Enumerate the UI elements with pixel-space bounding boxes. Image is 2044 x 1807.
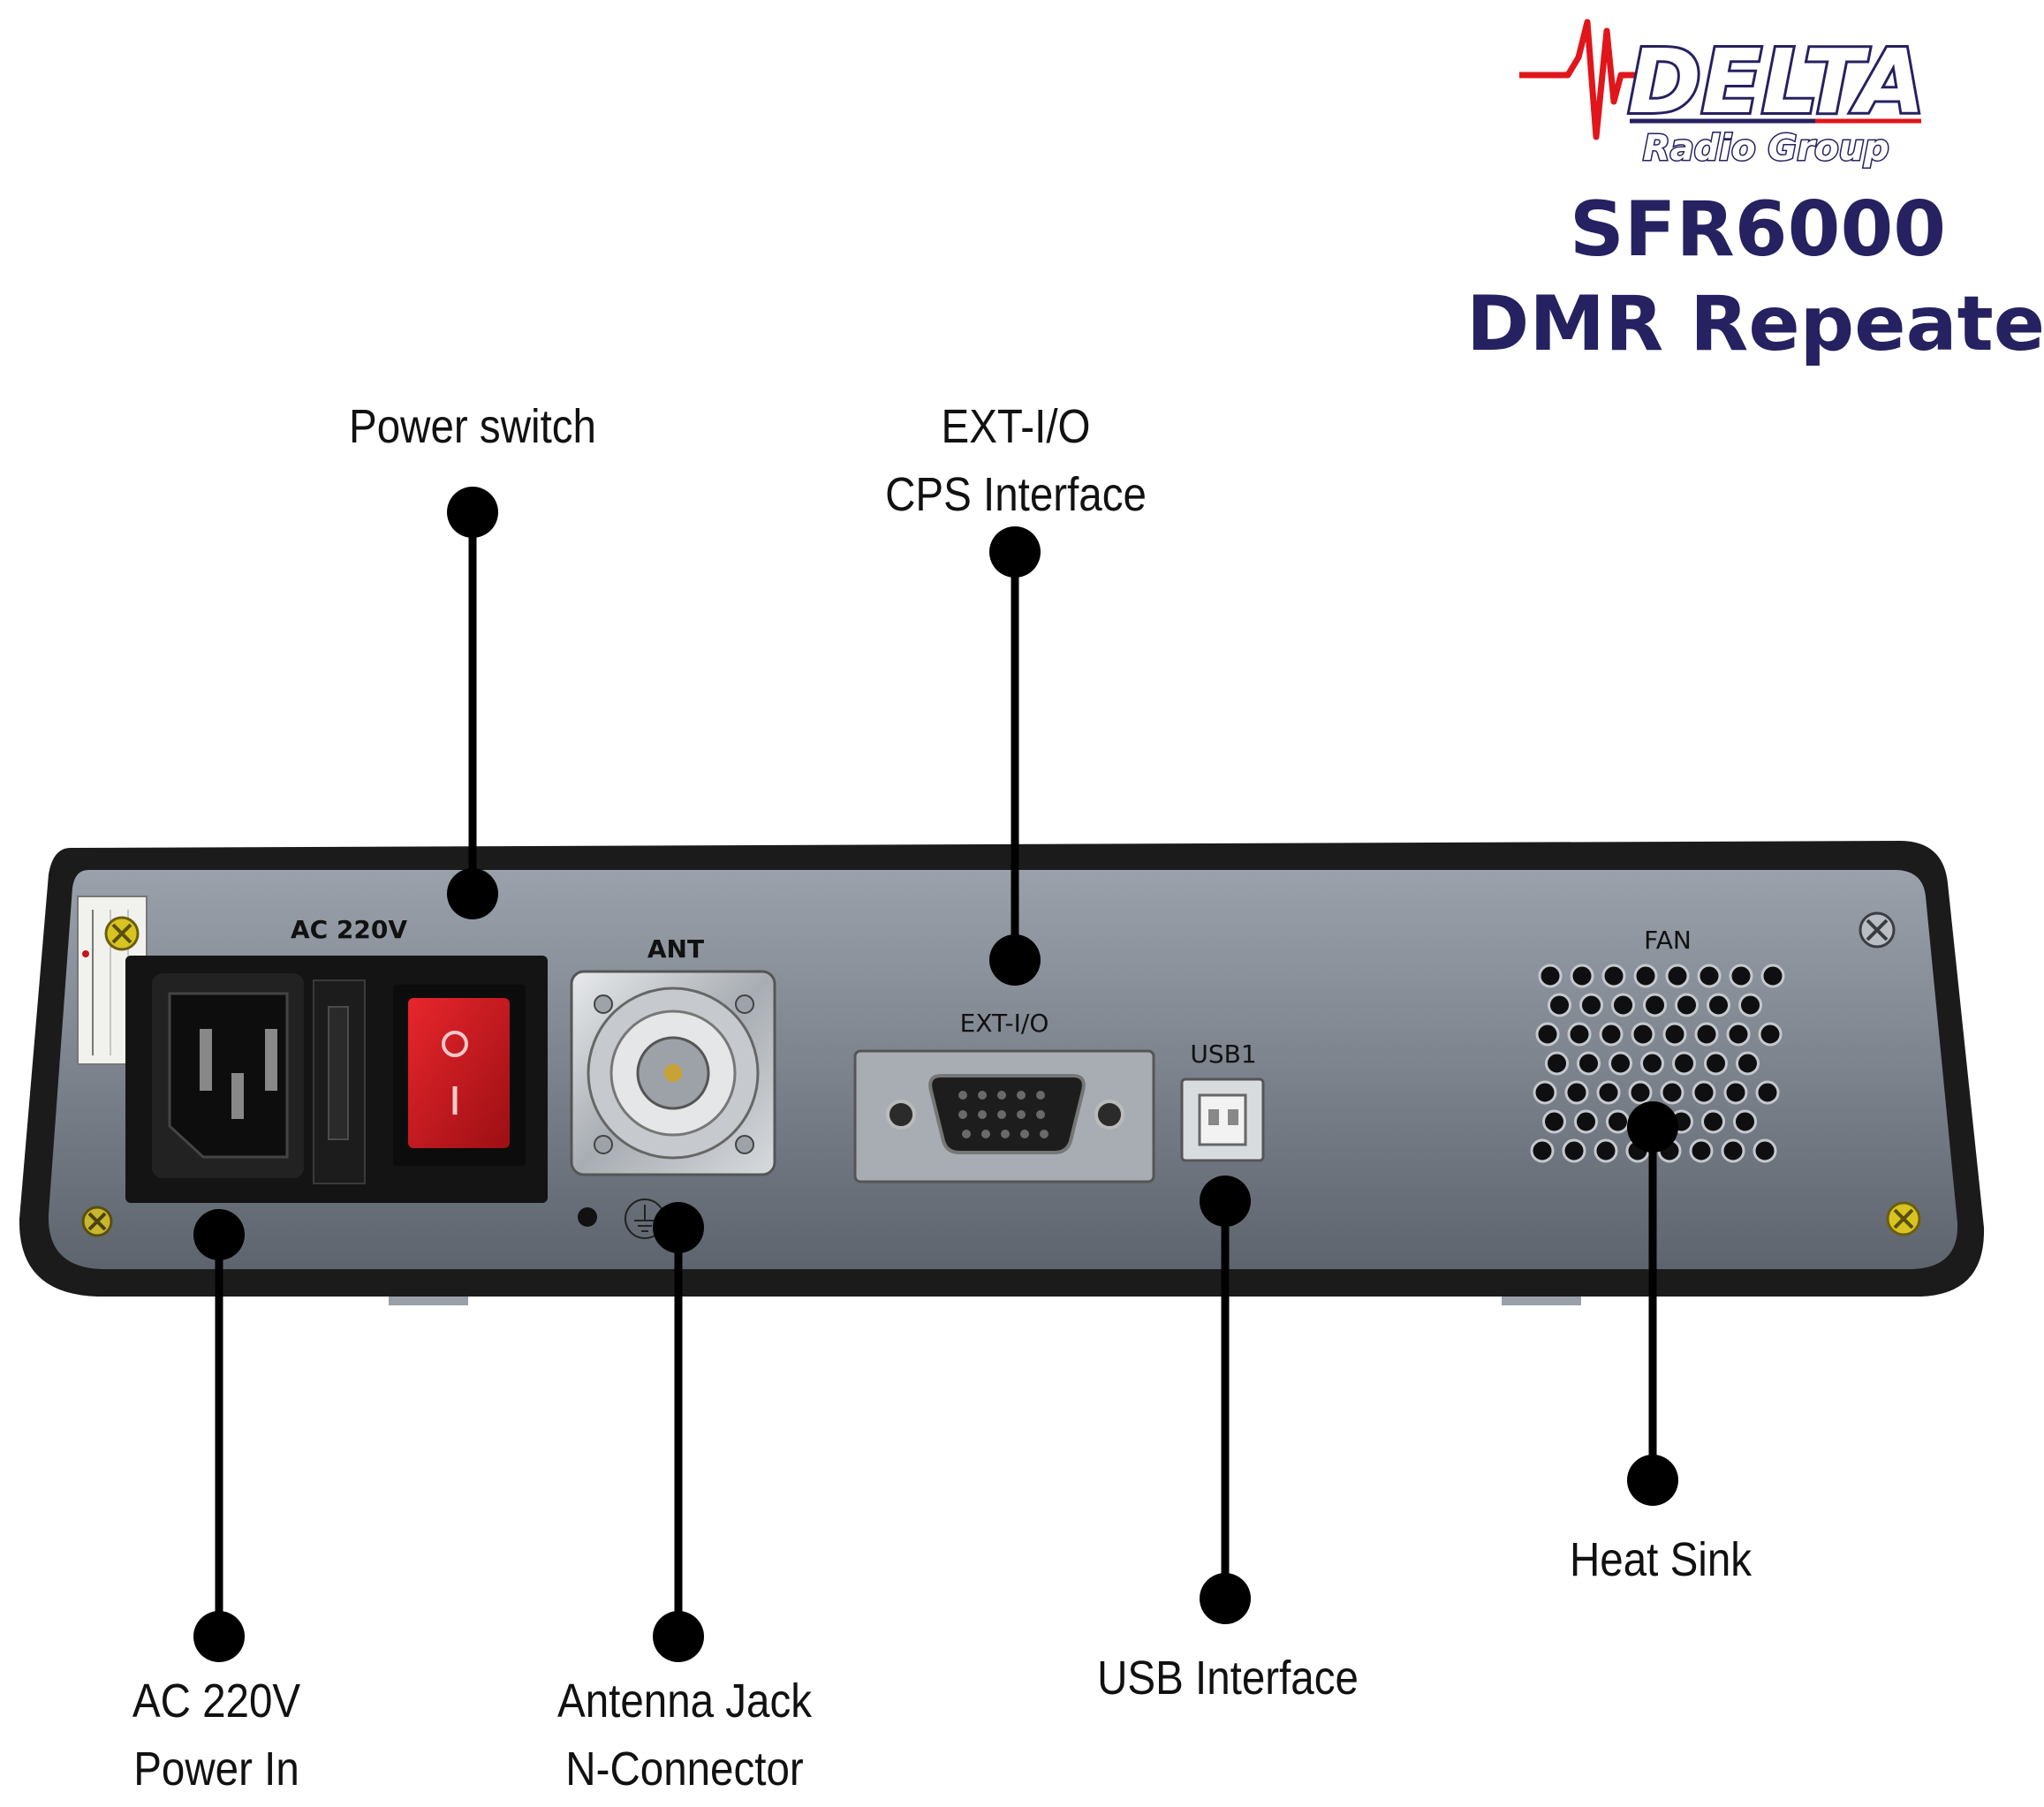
fan-hole: [1694, 1022, 1719, 1047]
panel-label-ext-io: EXT-I/O: [960, 1009, 1049, 1038]
fan-hole: [1601, 964, 1626, 988]
fan-hole: [1542, 1109, 1566, 1134]
logo-sub: Radio Group: [1643, 128, 1889, 169]
fan-hole: [1567, 1022, 1592, 1047]
fan-hole: [1672, 1051, 1696, 1076]
fan-hole: [1631, 1022, 1655, 1047]
fan-hole: [1665, 964, 1690, 988]
fan-hole: [1609, 1051, 1632, 1076]
callout-power-switch-text: Power switch: [349, 400, 596, 453]
usb-b-port-icon: [1180, 1077, 1265, 1162]
callout-antenna-line2: N-Connector: [565, 1743, 804, 1796]
fan-hole: [1755, 1080, 1780, 1105]
fan-hole: [1533, 1080, 1557, 1105]
fan-hole: [1574, 1109, 1598, 1134]
fan-hole: [1640, 1051, 1664, 1076]
product-title: DMR Repeater: [1466, 280, 2044, 368]
fan-hole: [1753, 1138, 1777, 1163]
callout-usb: USB Interface: [1069, 1644, 1388, 1712]
screw-icon: [81, 1206, 113, 1237]
fan-hole: [1689, 1138, 1714, 1163]
fan-grille-icon: [1530, 964, 1785, 1163]
screw-icon: [1886, 1201, 1921, 1236]
delta-logo-mark: DELTA Radio Group: [1519, 19, 1927, 170]
fan-hole: [1704, 1051, 1728, 1076]
callout-power-switch: Power switch: [317, 393, 628, 461]
callout-antenna-line1: Antenna Jack: [557, 1675, 812, 1728]
fan-hole: [1538, 964, 1563, 988]
fan-hole: [1729, 964, 1753, 988]
callout-heat-sink-text: Heat Sink: [1569, 1533, 1753, 1586]
rocker-switch-icon: [393, 985, 526, 1166]
fan-hole: [1564, 1080, 1589, 1105]
fan-hole: [1577, 1051, 1601, 1076]
logo-word: DELTA: [1628, 30, 1925, 133]
callout-ac-line1: AC 220V: [132, 1675, 301, 1728]
fan-hole: [1758, 1022, 1783, 1047]
callout-ext-io-line2: CPS Interface: [885, 468, 1147, 521]
fan-hole: [1701, 1109, 1725, 1134]
fan-hole: [1675, 993, 1699, 1017]
fan-hole: [1697, 964, 1722, 988]
fan-hole: [1723, 1080, 1748, 1105]
callout-antenna: Antenna Jack N-Connector: [529, 1667, 840, 1803]
model-title: SFR6000: [1569, 185, 1947, 274]
fan-hole: [1599, 1022, 1624, 1047]
fan-hole: [1726, 1022, 1751, 1047]
screw-icon: [1859, 911, 1896, 949]
fan-hole: [1733, 1109, 1757, 1134]
fan-hole: [1594, 1138, 1618, 1163]
callout-heat-sink: Heat Sink: [1521, 1526, 1801, 1594]
panel-label-ac: AC 220V: [291, 915, 407, 944]
fan-hole: [1643, 993, 1667, 1017]
fan-hole: [1562, 1138, 1586, 1163]
fan-hole: [1606, 1109, 1630, 1134]
fan-hole: [1530, 1138, 1555, 1163]
fan-hole: [1545, 1051, 1569, 1076]
panel-label-fan: FAN: [1644, 926, 1692, 955]
fan-hole: [1707, 993, 1730, 1017]
fan-hole: [1579, 993, 1603, 1017]
callout-leaders: [193, 487, 1678, 1662]
fan-hole: [1633, 964, 1658, 988]
fan-hole: [1721, 1138, 1745, 1163]
panel-label-usb1: USB1: [1190, 1040, 1256, 1069]
db15-connector-icon: [853, 1049, 1155, 1183]
fan-hole: [1611, 993, 1635, 1017]
callout-ac-power: AC 220V Power In: [88, 1667, 344, 1803]
fan-hole: [1662, 1022, 1687, 1047]
fan-hole: [1596, 1080, 1621, 1105]
fan-hole: [1736, 1051, 1760, 1076]
fan-hole: [1535, 1022, 1560, 1047]
callout-ext-io-line1: EXT-I/O: [941, 400, 1091, 453]
fan-hole: [1692, 1080, 1716, 1105]
fan-hole: [1738, 993, 1762, 1017]
fan-hole: [1760, 964, 1785, 988]
panel-label-ant: ANT: [647, 934, 704, 964]
fan-hole: [1548, 993, 1571, 1017]
fan-hole: [1660, 1080, 1684, 1105]
callout-ext-io: EXT-I/O CPS Interface: [852, 393, 1179, 529]
fan-hole: [1570, 964, 1594, 988]
fan-hole: [1628, 1080, 1653, 1105]
n-connector-icon: [570, 970, 776, 1176]
screw-icon: [104, 916, 140, 951]
callout-usb-text: USB Interface: [1097, 1652, 1359, 1705]
callout-ac-line2: Power In: [133, 1743, 299, 1796]
